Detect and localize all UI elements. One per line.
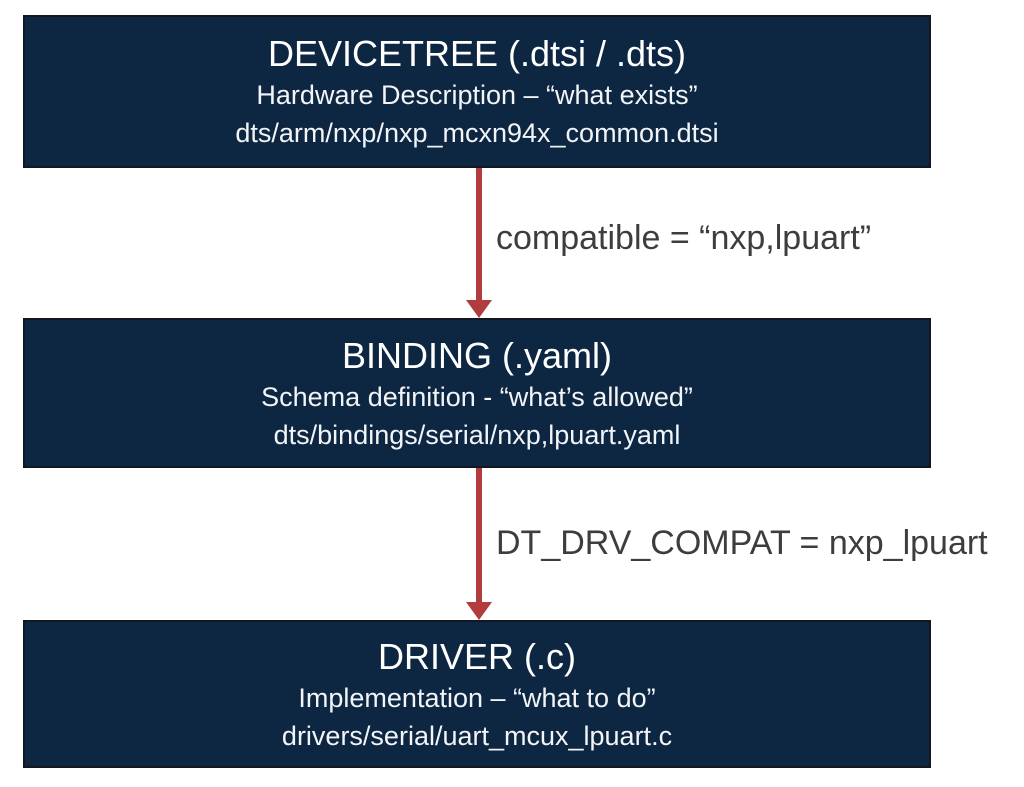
binding-box-title: BINDING (.yaml)	[342, 334, 612, 376]
arrow-shaft	[476, 468, 482, 604]
devicetree-box: DEVICETREE (.dtsi / .dts) Hardware Descr…	[23, 15, 931, 168]
dt-drv-compat-arrow-label: DT_DRV_COMPAT = nxp_lpuart	[496, 524, 988, 562]
devicetree-box-subtitle: Hardware Description – “what exists”	[256, 80, 698, 111]
devicetree-box-title: DEVICETREE (.dtsi / .dts)	[267, 33, 687, 75]
arrow-devicetree-to-binding	[466, 168, 492, 318]
driver-box: DRIVER (.c) Implementation – “what to do…	[23, 620, 931, 768]
binding-box: BINDING (.yaml) Schema definition - “wha…	[23, 318, 931, 468]
arrow-shaft	[476, 168, 482, 302]
compatible-arrow-label: compatible = “nxp,lpuart”	[496, 219, 872, 257]
driver-box-path: drivers/serial/uart_mcux_lpuart.c	[281, 720, 673, 751]
driver-box-title: DRIVER (.c)	[378, 635, 576, 677]
arrow-binding-to-driver	[466, 468, 492, 620]
binding-box-subtitle: Schema definition - “what’s allowed”	[261, 381, 693, 412]
driver-box-subtitle: Implementation – “what to do”	[298, 682, 656, 713]
arrow-head-icon	[466, 300, 492, 318]
devicetree-box-path: dts/arm/nxp/nxp_mcxn94x_common.dtsi	[235, 118, 719, 149]
binding-box-path: dts/bindings/serial/nxp,lpuart.yaml	[273, 419, 681, 450]
arrow-head-icon	[466, 602, 492, 620]
